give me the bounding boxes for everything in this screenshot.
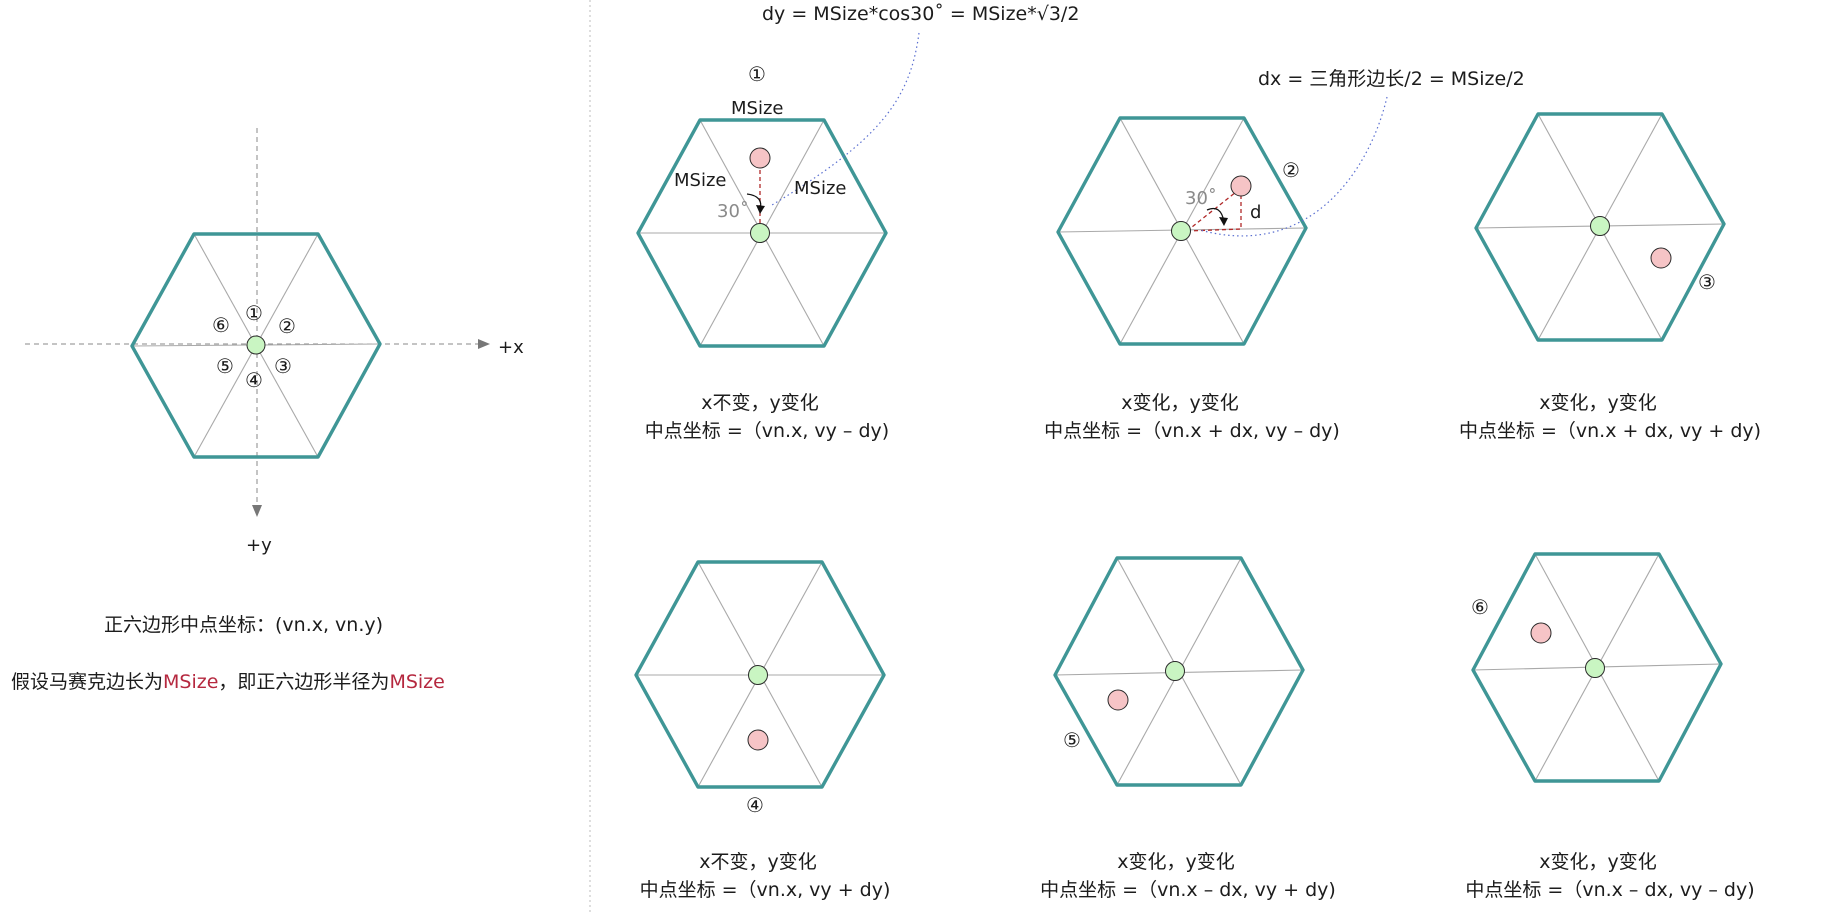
panel-2-number: ② (1282, 158, 1300, 182)
panel-5-caption-line2: 中点坐标 =（vn.x – dx, vy + dy) (1040, 879, 1336, 901)
panel-3-caption-line2: 中点坐标 =（vn.x + dx, vy + dy) (1459, 420, 1761, 442)
panel-1-caption-line1: x不变，y变化 (701, 392, 819, 414)
x-axis-arrow (478, 339, 490, 349)
dy-leader-line (771, 32, 920, 206)
panel-6-caption-line1: x变化，y变化 (1539, 851, 1657, 873)
hexagon-center-text: 正六边形中点坐标：(vn.x, vn.y) (104, 614, 383, 636)
panel-6-number: ⑥ (1471, 595, 1489, 619)
panel-6-target-dot (1530, 622, 1552, 644)
panel-3-caption-line1: x变化，y变化 (1539, 392, 1657, 414)
panel-5-center-dot (1165, 661, 1185, 681)
panel-5-target-dot (1107, 689, 1129, 711)
overview-center-dot (246, 335, 266, 355)
msize-label-right: MSize (794, 178, 846, 199)
panel-4-caption-line1: x不变，y变化 (699, 851, 817, 873)
dx-formula: dx = 三角形边长/2 = MSize/2 (1258, 68, 1525, 90)
panel-4-number: ④ (746, 793, 764, 817)
panel-6-caption-line2: 中点坐标 =（vn.x – dx, vy – dy) (1465, 879, 1754, 901)
overview-hexagon (130, 232, 382, 459)
panel-5-number: ⑤ (1063, 728, 1081, 752)
panel-4: ④ (634, 560, 886, 817)
overview-number-2: ② (278, 314, 296, 338)
angle-label-2: 30˚ (1185, 188, 1217, 209)
overview-figure: +x +y ① ② ③ ④ ⑤ ⑥ 正六边形中点坐标：(vn.x, vn.y) … (11, 128, 524, 693)
panel-4-center-dot (748, 665, 768, 685)
panel-2-caption-line1: x变化，y变化 (1121, 392, 1239, 414)
x-axis-label: +x (498, 337, 524, 358)
panel-6: ⑥ (1471, 552, 1723, 783)
panel-3: ③ (1474, 112, 1726, 342)
panel-3-center-dot (1590, 216, 1610, 236)
overview-number-5: ⑤ (216, 354, 234, 378)
dx-leader-line (1199, 96, 1388, 237)
overview-number-4: ④ (245, 368, 263, 392)
panel-5: ⑤ (1053, 556, 1305, 787)
panel-1-caption-line2: 中点坐标 =（vn.x, vy – dy) (645, 420, 889, 442)
dy-formula: dy = MSize*cos30˚ = MSize*√3/2 (762, 3, 1079, 25)
overview-number-1: ① (245, 301, 263, 325)
angle-label-1: 30˚ (717, 201, 749, 222)
panel-4-target-dot (747, 729, 769, 751)
y-axis-arrow (252, 505, 262, 517)
panel-1-center-dot (750, 223, 770, 243)
panel-1: ① (636, 62, 888, 348)
panel-2: ② (1056, 116, 1308, 346)
overview-number-6: ⑥ (212, 313, 230, 337)
panel-1-target-dot (749, 147, 771, 169)
msize-assumption-text: 假设马赛克边长为MSize，即正六边形半径为MSize (11, 671, 445, 693)
msize-label-top: MSize (731, 98, 783, 119)
panel-2-target-dot (1230, 175, 1252, 197)
panel-5-caption-line1: x变化，y变化 (1117, 851, 1235, 873)
d-label: d (1250, 202, 1261, 223)
panel-3-number: ③ (1698, 270, 1716, 294)
panel-3-target-dot (1650, 247, 1672, 269)
panel-6-center-dot (1585, 658, 1605, 678)
panel-1-number: ① (748, 62, 766, 86)
panel-4-caption-line2: 中点坐标 =（vn.x, vy + dy) (640, 879, 891, 901)
panel-2-center-dot (1171, 221, 1191, 241)
overview-number-3: ③ (274, 354, 292, 378)
y-axis-label: +y (246, 535, 272, 556)
panel-2-caption-line2: 中点坐标 =（vn.x + dx, vy – dy) (1044, 420, 1340, 442)
msize-label-left: MSize (674, 170, 726, 191)
